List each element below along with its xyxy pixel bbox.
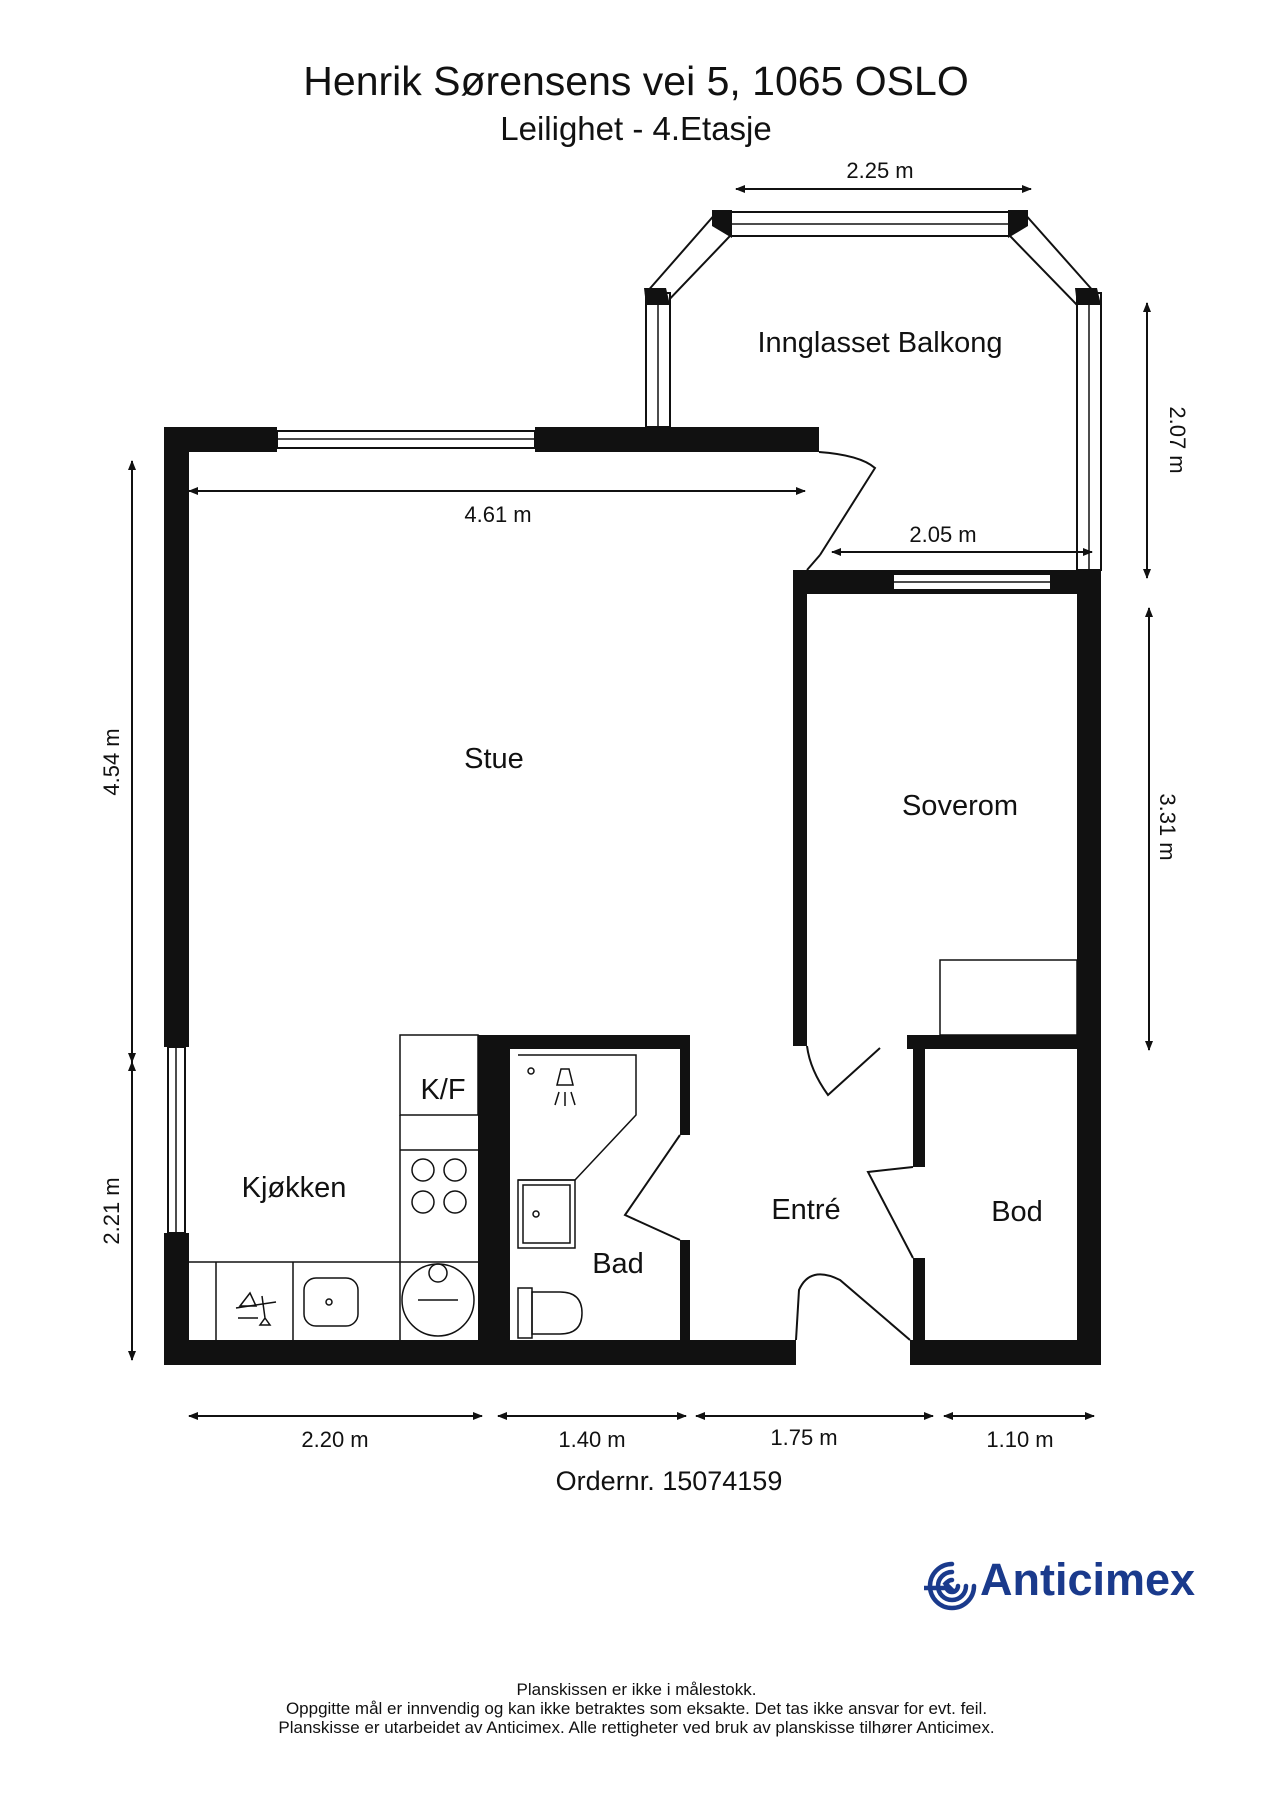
dimension-lines <box>128 185 1153 1420</box>
interior-walls <box>478 1035 1101 1365</box>
brand-name: Anticimex <box>980 1554 1196 1605</box>
toilet-icon <box>517 1287 583 1339</box>
disclaimer-line-1: Planskissen er ikke i målestokk. <box>516 1680 757 1699</box>
anticimex-logo-icon <box>924 1561 977 1611</box>
dim-living-width: 4.61 m <box>464 502 531 527</box>
dim-balcony-depth: 2.07 m <box>1165 406 1190 473</box>
exterior-walls <box>164 427 1101 1365</box>
dishwasher-icon <box>235 1291 277 1326</box>
room-storage: Bod <box>991 1196 1043 1228</box>
dim-kitchen-depth: 2.21 m <box>99 1177 124 1244</box>
kitchen-counter <box>189 1034 479 1340</box>
disclaimer: Planskissen er ikke i målestokk. Oppgitt… <box>0 1680 1273 1737</box>
doors <box>623 451 914 1341</box>
order-number: Ordernr. 15074159 <box>555 1466 783 1496</box>
balcony-corners <box>644 210 1101 305</box>
room-bath: Bad <box>592 1248 644 1280</box>
dim-balcony-width: 2.25 m <box>846 158 913 183</box>
washing-machine-icon <box>401 1263 475 1337</box>
dim-bedroom-depth: 3.31 m <box>1155 793 1180 860</box>
disclaimer-line-3: Planskisse er utarbeidet av Anticimex. A… <box>278 1718 995 1737</box>
stove-burners-icon <box>411 1158 467 1214</box>
room-living: Stue <box>464 743 524 775</box>
dim-bedroom-width: 2.05 m <box>909 522 976 547</box>
bath-fixtures <box>518 1054 637 1181</box>
room-balcony: Innglasset Balkong <box>757 327 1002 359</box>
sink-icon <box>303 1277 359 1327</box>
shower-icon <box>554 1068 576 1106</box>
wardrobe <box>939 959 1078 1036</box>
dim-bottom-4: 1.10 m <box>986 1427 1053 1452</box>
dim-living-depth: 4.54 m <box>99 728 124 795</box>
dim-bottom-2: 1.40 m <box>558 1427 625 1452</box>
disclaimer-line-2: Oppgitte mål er innvendig og kan ikke be… <box>285 1699 988 1718</box>
plan-subtitle: Leilighet - 4.Etasje <box>500 110 772 147</box>
balcony-walls <box>644 210 1102 571</box>
room-entry: Entré <box>771 1194 840 1226</box>
dim-bottom-1: 2.20 m <box>301 1427 368 1452</box>
windows <box>167 430 1052 1234</box>
room-kitchen: Kjøkken <box>242 1172 347 1204</box>
bathroom-sink-icon <box>517 1179 576 1249</box>
room-bedroom: Soverom <box>902 790 1018 822</box>
dim-bottom-3: 1.75 m <box>770 1425 837 1450</box>
plan-title: Henrik Sørensens vei 5, 1065 OSLO <box>303 58 969 104</box>
room-fridge: K/F <box>420 1074 465 1106</box>
